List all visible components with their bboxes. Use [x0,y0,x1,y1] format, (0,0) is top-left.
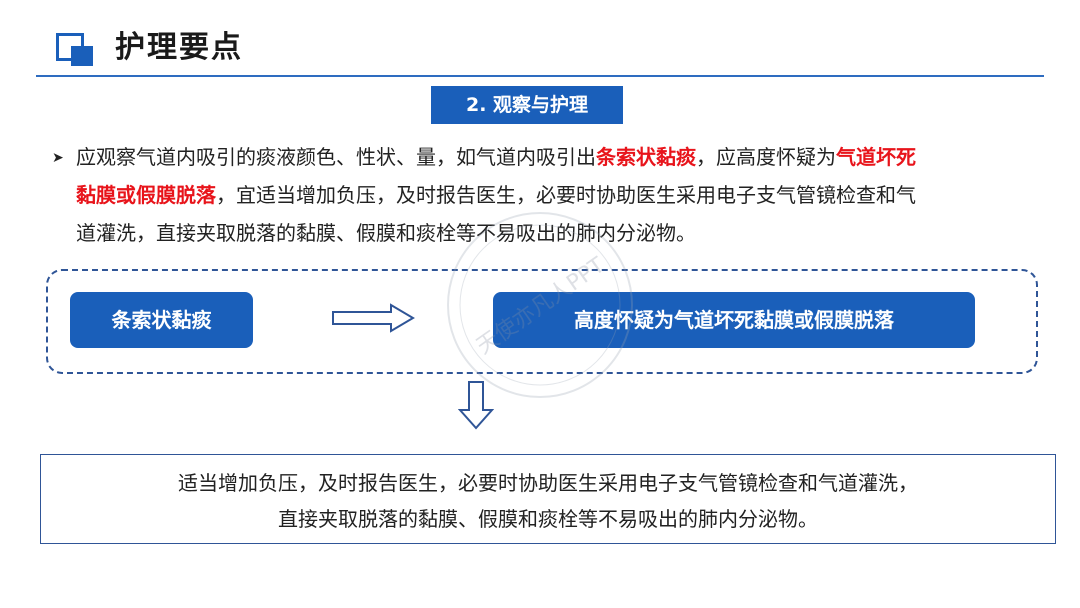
flow-cause-box: 条索状黏痰 [70,292,253,348]
result-line-1: 适当增加负压，及时报告医生，必要时协助医生采用电子支气管镜检查和气道灌洗， [178,471,918,495]
intro-text: 应观察气道内吸引的痰液颜色、性状、量，如气道内吸引出 [76,145,596,169]
intro-text: 道灌洗，直接夹取脱落的黏膜、假膜和痰栓等不易吸出的肺内分泌物。 [76,221,696,245]
intro-paragraph: ➤ 应观察气道内吸引的痰液颜色、性状、量，如气道内吸引出条索状黏痰，应高度怀疑为气… [52,138,1038,252]
highlight-text: 气道坏死 [836,145,916,169]
intro-line-3: 道灌洗，直接夹取脱落的黏膜、假膜和痰栓等不易吸出的肺内分泌物。 [52,214,1038,252]
highlight-text: 条索状黏痰 [596,145,696,169]
arrow-down-icon [458,381,494,430]
section-badge: 2. 观察与护理 [431,86,623,124]
arrow-right-icon [332,303,415,333]
intro-text: ，应高度怀疑为 [696,145,836,169]
bullet-arrow-icon: ➤ [52,150,64,166]
page-title: 护理要点 [115,30,243,65]
highlight-text: 黏膜或假膜脱落 [76,183,216,207]
flow-frame [46,269,1038,374]
title-divider [36,75,1044,77]
intro-line-2: 黏膜或假膜脱落，宜适当增加负压，及时报告医生，必要时协助医生采用电子支气管镜检查… [52,176,1038,214]
square-logo-icon [56,33,93,66]
intro-text: ，宜适当增加负压，及时报告医生，必要时协助医生采用电子支气管镜检查和气 [216,183,916,207]
intro-line-1: ➤ 应观察气道内吸引的痰液颜色、性状、量，如气道内吸引出条索状黏痰，应高度怀疑为气… [52,138,1038,176]
flow-effect-box: 高度怀疑为气道坏死黏膜或假膜脱落 [493,292,975,348]
result-line-2: 直接夹取脱落的黏膜、假膜和痰栓等不易吸出的肺内分泌物。 [278,507,818,531]
result-box: 适当增加负压，及时报告医生，必要时协助医生采用电子支气管镜检查和气道灌洗， 直接… [40,454,1056,544]
